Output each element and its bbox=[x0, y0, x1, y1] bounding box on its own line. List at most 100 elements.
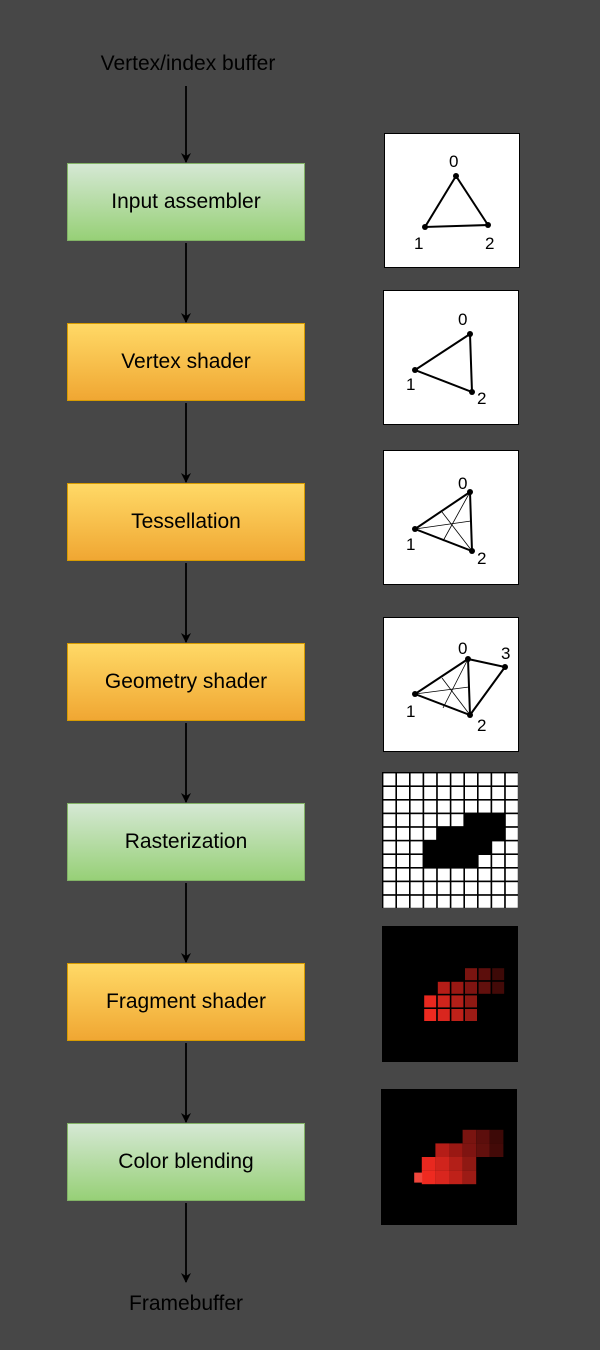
pixel-cell bbox=[395, 880, 411, 896]
pixel-cell bbox=[463, 939, 479, 955]
blended-pixel bbox=[476, 1129, 490, 1144]
pixel-cell bbox=[504, 939, 518, 955]
pixel-cell bbox=[504, 1021, 518, 1037]
pixel-cell bbox=[490, 953, 506, 968]
blended-pixel bbox=[462, 1157, 477, 1171]
pixel-cell bbox=[477, 799, 493, 814]
pixel-cell bbox=[422, 939, 438, 955]
pixel-cell bbox=[504, 799, 518, 814]
pixel-cell bbox=[436, 939, 452, 955]
pixel-cell bbox=[463, 926, 479, 941]
pixel-cell bbox=[395, 926, 411, 941]
pixel-cell bbox=[436, 1048, 452, 1062]
pixel-cell bbox=[436, 894, 452, 908]
pixel-cell bbox=[504, 926, 518, 941]
pixel-cell bbox=[422, 894, 438, 908]
pixel-cell bbox=[463, 980, 479, 996]
pixel-cell bbox=[395, 799, 411, 814]
pixel-cell bbox=[422, 839, 438, 855]
pixel-cell bbox=[436, 839, 452, 855]
pixel-cell bbox=[409, 1048, 424, 1062]
pixel-cell bbox=[449, 1021, 465, 1037]
pixel-cell bbox=[449, 812, 465, 828]
pixel-cell bbox=[449, 939, 465, 955]
pixel-cell bbox=[463, 799, 479, 814]
pixel-cell bbox=[382, 839, 397, 855]
stage-vertex-shader: Vertex shader bbox=[67, 323, 305, 401]
pixel-cell bbox=[504, 993, 518, 1009]
pixel-cell bbox=[490, 1007, 506, 1023]
pixel-cell bbox=[477, 826, 493, 842]
pixel-cell bbox=[463, 880, 479, 896]
blended-pixel bbox=[476, 1143, 490, 1157]
pixel-cell bbox=[477, 1048, 493, 1062]
pixel-cell bbox=[422, 1034, 438, 1050]
pixel-cell bbox=[422, 867, 438, 883]
pixel-cell bbox=[504, 953, 518, 968]
pixel-cell bbox=[449, 1048, 465, 1062]
blended-pixel bbox=[462, 1129, 477, 1144]
stage-tessellation: Tessellation bbox=[67, 483, 305, 561]
pixel-cell bbox=[409, 880, 424, 896]
vertex-label-0: 0 bbox=[458, 474, 467, 493]
pixel-cell bbox=[422, 953, 438, 968]
stage-label: Geometry shader bbox=[104, 670, 268, 693]
pixel-cell bbox=[409, 853, 424, 869]
pixel-cell bbox=[463, 993, 479, 1009]
pixel-cell bbox=[490, 1021, 506, 1037]
pixel-cell bbox=[409, 953, 424, 968]
pixel-cell bbox=[490, 839, 506, 855]
pixel-cell bbox=[382, 812, 397, 828]
pixel-cell bbox=[449, 966, 465, 982]
stage-label: Tessellation bbox=[131, 510, 241, 533]
pixel-cell bbox=[504, 1048, 518, 1062]
pixel-cell bbox=[382, 785, 397, 801]
pixel-cell bbox=[436, 966, 452, 982]
stage-label: Vertex shader bbox=[121, 350, 251, 373]
pixel-cell bbox=[490, 853, 506, 869]
blended-pixel bbox=[435, 1143, 449, 1157]
pixel-cell bbox=[422, 772, 438, 787]
blended-pixel bbox=[435, 1157, 449, 1171]
pixel-cell bbox=[477, 966, 493, 982]
vertex-label-1: 1 bbox=[406, 535, 415, 554]
pixel-cell bbox=[382, 894, 397, 908]
pixel-cell bbox=[395, 1021, 411, 1037]
pixel-cell bbox=[449, 926, 465, 941]
pixel-cell bbox=[382, 772, 397, 787]
pixel-cell bbox=[477, 867, 493, 883]
pixel-cell bbox=[477, 880, 493, 896]
pixel-cell bbox=[409, 839, 424, 855]
pixel-cell bbox=[477, 853, 493, 869]
stage-input-assembler: Input assembler bbox=[67, 163, 305, 241]
pixel-cell bbox=[422, 880, 438, 896]
pixel-cell bbox=[449, 839, 465, 855]
pixel-cell bbox=[395, 839, 411, 855]
pixel-cell bbox=[490, 826, 506, 842]
pixel-cell bbox=[490, 880, 506, 896]
pixel-cell bbox=[409, 1021, 424, 1037]
pixel-cell bbox=[422, 799, 438, 814]
pixel-cell bbox=[382, 880, 397, 896]
pixel-cell bbox=[477, 812, 493, 828]
pixel-cell bbox=[422, 812, 438, 828]
pixel-cell bbox=[490, 799, 506, 814]
pixel-cell bbox=[395, 980, 411, 996]
stage-fragment-shader: Fragment shader bbox=[67, 963, 305, 1041]
pixel-cell bbox=[382, 867, 397, 883]
pixel-cell bbox=[463, 853, 479, 869]
pixel-cell bbox=[490, 926, 506, 941]
pixel-cell bbox=[409, 980, 424, 996]
blended-pixel bbox=[449, 1157, 463, 1171]
pixel-cell bbox=[449, 993, 465, 1009]
blended-pixel bbox=[449, 1143, 463, 1157]
pixel-cell bbox=[409, 939, 424, 955]
pixel-cell bbox=[449, 772, 465, 787]
pixel-cell bbox=[409, 826, 424, 842]
pixel-cell bbox=[409, 799, 424, 814]
pixel-cell bbox=[382, 953, 397, 968]
pixel-cell bbox=[395, 867, 411, 883]
pixel-cell bbox=[504, 853, 518, 869]
tessellation-thumbnail: 0 1 2 bbox=[383, 450, 519, 585]
pixel-cell bbox=[490, 980, 506, 996]
